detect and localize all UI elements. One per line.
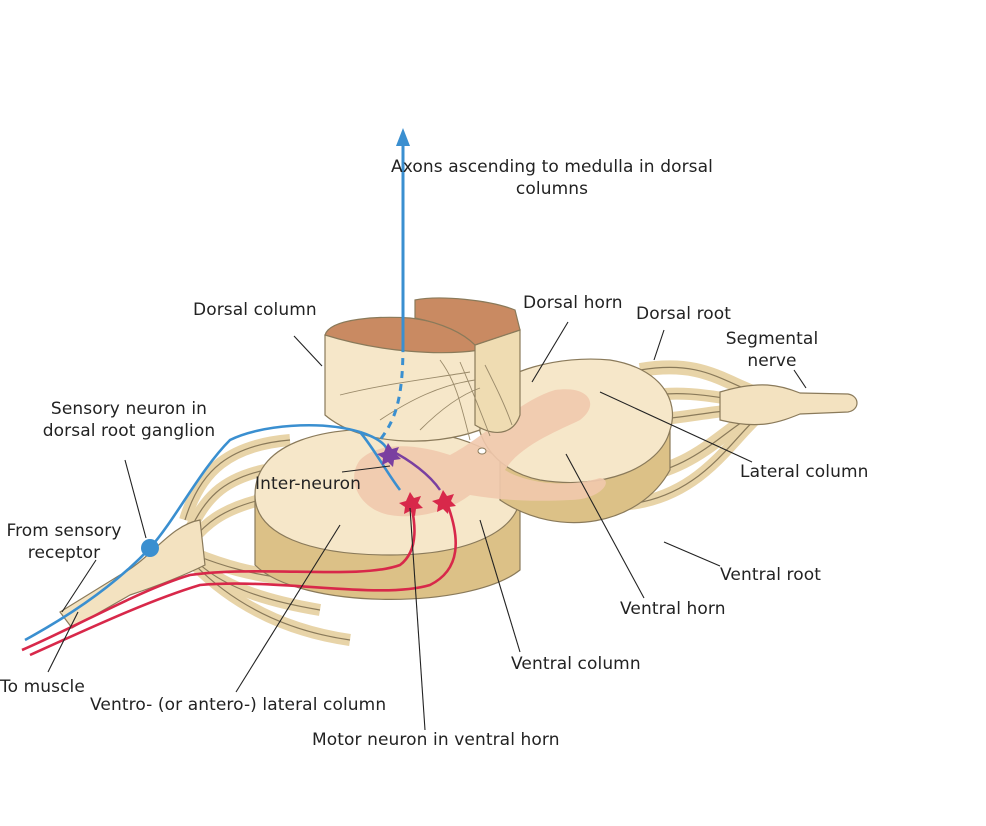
label-ventral-horn: Ventral horn bbox=[620, 599, 726, 619]
label-ventral-root: Ventral root bbox=[720, 565, 822, 585]
segmental-nerve-right bbox=[719, 384, 858, 426]
dorsal-column-block-right-top bbox=[414, 297, 521, 346]
central-canal bbox=[477, 447, 487, 455]
label-from-sensory-receptor: From sensory receptor bbox=[6, 520, 121, 564]
motor-neuron-cells bbox=[399, 490, 456, 516]
label-ventrolateral-column: Ventro- (or antero-) lateral column bbox=[90, 695, 387, 715]
motor-neuron-path bbox=[21, 497, 457, 657]
dorsal-column-block-right bbox=[474, 329, 521, 433]
left-nerve-roots bbox=[179, 434, 351, 646]
dorsal-root-ganglion-cell bbox=[141, 539, 159, 557]
label-segmental-nerve-line1: Segmental bbox=[725, 329, 819, 349]
label-to-muscle: To muscle bbox=[0, 677, 85, 697]
label-from-sensory-line2: receptor bbox=[27, 543, 101, 563]
leader-lines bbox=[47, 321, 807, 731]
label-sensory-neuron: Sensory neuron in dorsal root ganglion bbox=[43, 398, 215, 442]
label-sensory-neuron-line2: dorsal root ganglion bbox=[42, 421, 216, 441]
label-axons-ascending: Axons ascending to medulla in dorsal col… bbox=[391, 156, 713, 200]
label-axons-ascending-line2: columns bbox=[515, 179, 589, 199]
label-dorsal-horn: Dorsal horn bbox=[523, 293, 623, 313]
label-sensory-neuron-line1: Sensory neuron in bbox=[50, 399, 208, 419]
ascending-axon bbox=[378, 128, 410, 441]
label-motor-neuron: Motor neuron in ventral horn bbox=[312, 730, 560, 750]
label-lateral-column: Lateral column bbox=[740, 462, 869, 482]
label-ventral-column: Ventral column bbox=[511, 654, 641, 674]
label-dorsal-column: Dorsal column bbox=[193, 300, 317, 320]
label-segmental-nerve: Segmental nerve bbox=[726, 328, 819, 372]
label-segmental-nerve-line2: nerve bbox=[747, 351, 797, 371]
label-from-sensory-line1: From sensory bbox=[6, 521, 122, 541]
label-axons-ascending-line1: Axons ascending to medulla in dorsal bbox=[391, 157, 713, 177]
inter-neuron-path bbox=[377, 443, 441, 491]
label-dorsal-root: Dorsal root bbox=[636, 304, 732, 324]
segmental-nerve-left bbox=[59, 519, 206, 629]
dorsal-column-fibers bbox=[339, 359, 513, 441]
label-inter-neuron: Inter-neuron bbox=[255, 474, 361, 494]
